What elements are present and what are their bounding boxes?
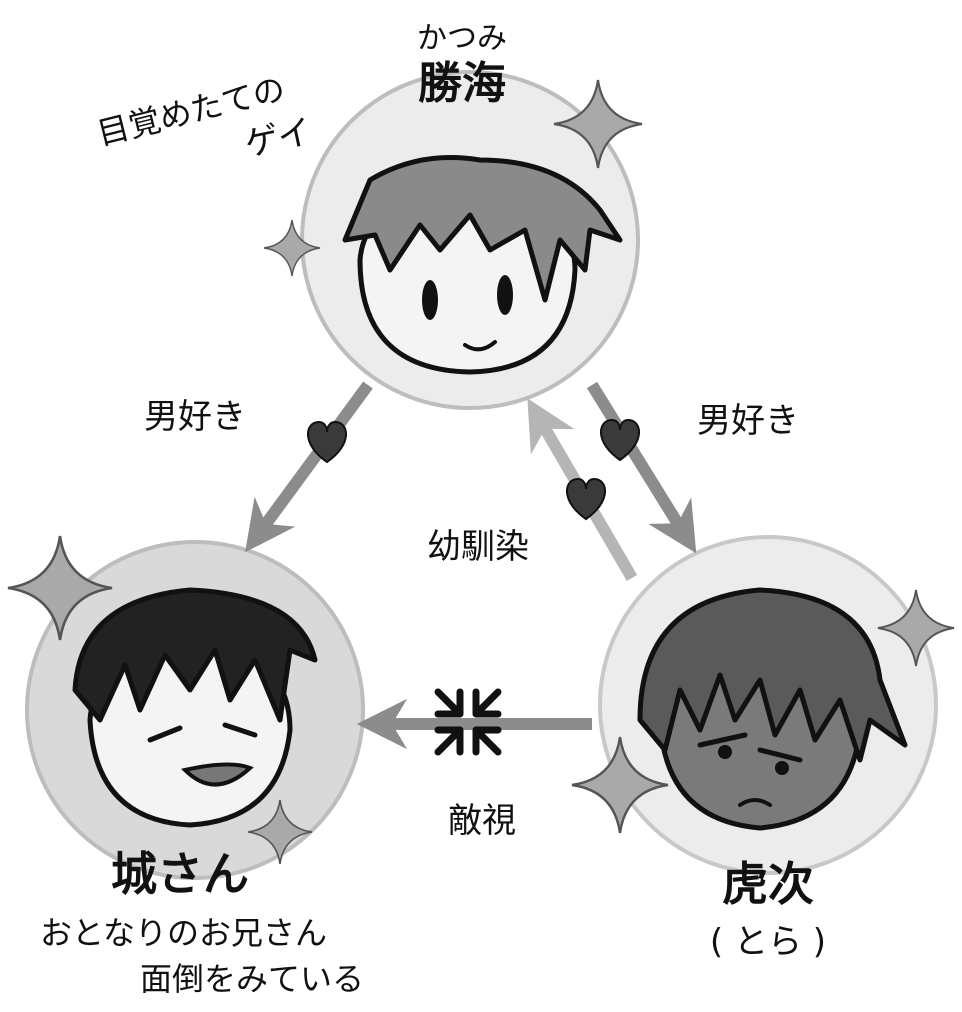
katsumi-face — [342, 155, 623, 375]
jo-note-line2: 面倒をみている — [140, 960, 364, 998]
relation-childhood-friend-label: 幼馴染 — [427, 527, 529, 567]
anger-mark-icon — [434, 688, 502, 756]
arrow-katsumi-to-tora — [586, 381, 697, 554]
arrow-katsumi-to-jo — [245, 381, 373, 553]
jo-note-line1: おとなりのお兄さん — [40, 914, 327, 952]
relation-katsumi-to-jo-label: 男好き — [144, 397, 246, 437]
jo-face — [72, 587, 318, 828]
katsumi-reading: かつみ — [417, 21, 507, 56]
jo-name: 城さん — [111, 847, 249, 901]
tora-reading: ( とら ) — [710, 922, 826, 962]
relation-katsumi-to-tora-label: 男好き — [697, 401, 799, 441]
tora-face — [637, 587, 908, 831]
katsumi-note-line2: ゲイ — [241, 112, 315, 165]
tora-name: 虎次 — [722, 857, 814, 911]
relation-rivalry-label: 敵視 — [448, 801, 516, 841]
katsumi-name: 勝海 — [418, 58, 506, 109]
